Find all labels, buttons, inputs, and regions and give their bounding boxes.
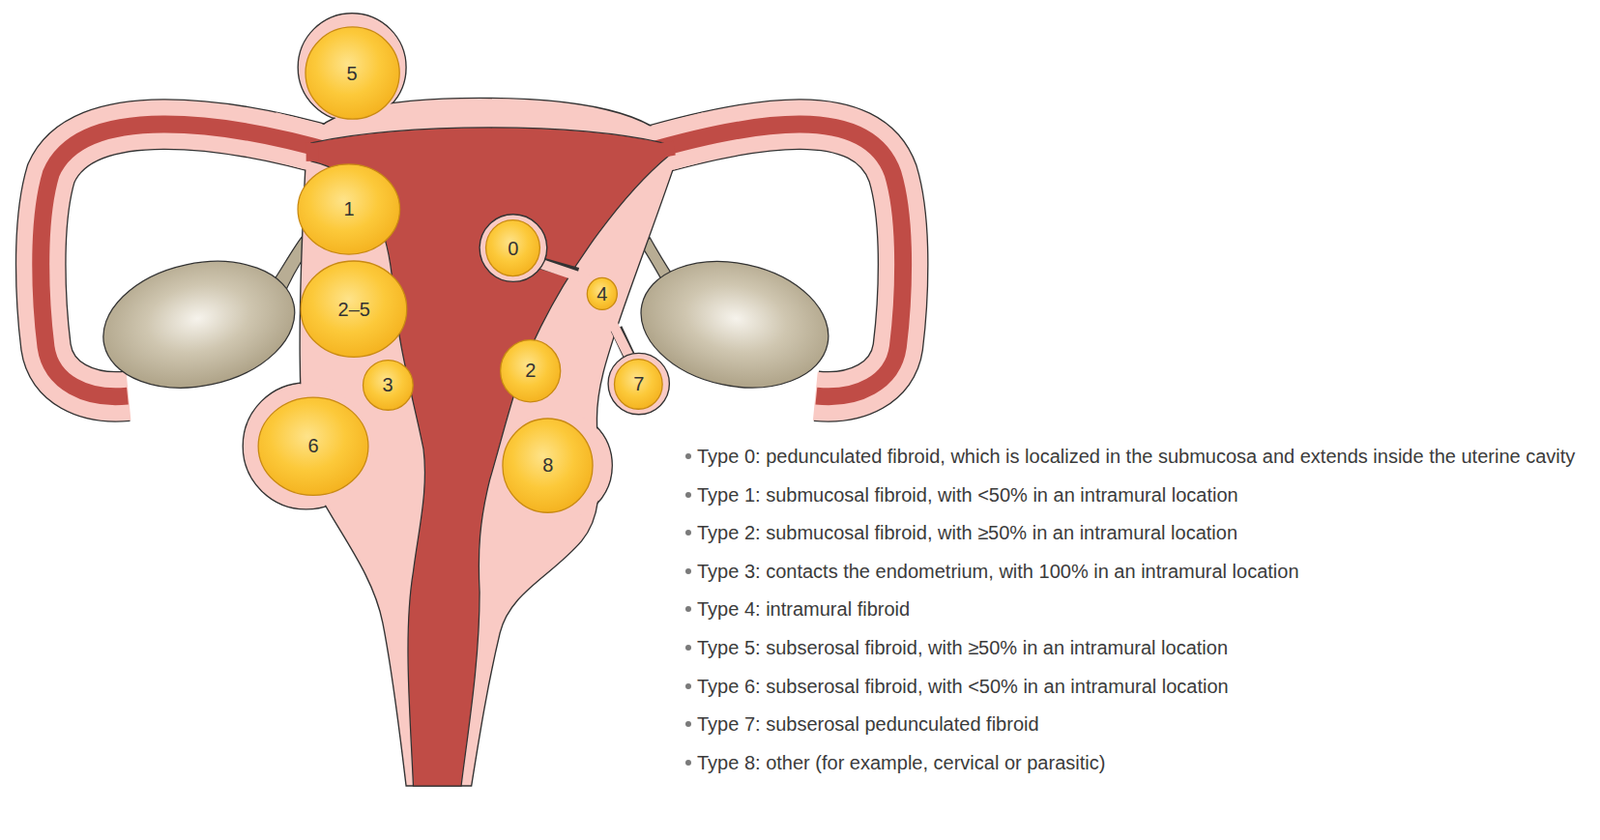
callout-number: 2–5 — [338, 297, 371, 320]
callout-number: 2 — [524, 359, 536, 382]
type-item: Type 2: submucosal fibroid, with ≥50% in… — [697, 516, 1592, 550]
callout-number: 0 — [507, 236, 519, 260]
fibroid-circle: 0 — [485, 219, 541, 277]
type-item: Type 0: pedunculated fibroid, which is l… — [697, 439, 1592, 473]
type-description: Type 6: subserosal fibroid, with <50% in… — [697, 675, 1229, 698]
bullet-dot — [685, 721, 692, 728]
type-list: Type 0: pedunculated fibroid, which is l… — [697, 439, 1592, 785]
bullet-dot — [685, 759, 692, 766]
fibroid-circle: 3 — [362, 359, 414, 411]
type-description: Type 0: pedunculated fibroid, which is l… — [697, 445, 1575, 467]
bullet-dot — [685, 568, 692, 575]
callout-number: 1 — [343, 198, 354, 221]
callout-number: 3 — [382, 374, 394, 397]
type-description: Type 2: submucosal fibroid, with ≥50% in… — [697, 522, 1238, 544]
type-description: Type 7: subserosal pedunculated fibroid — [697, 713, 1040, 735]
fibroid-circle: 1 — [296, 163, 402, 256]
bullet-dot — [685, 492, 692, 498]
type-item: Type 3: contacts the endometrium, with 1… — [697, 554, 1592, 588]
type-item: Type 5: subserosal fibroid, with ≥50% in… — [697, 631, 1592, 665]
type-description: Type 8: other (for example, cervical or … — [697, 752, 1106, 774]
type-item: Type 7: subserosal pedunculated fibroid — [697, 707, 1592, 741]
type-description: Type 5: subserosal fibroid, with ≥50% in… — [697, 637, 1228, 659]
callout-number: 7 — [633, 373, 644, 396]
callout-number: 8 — [542, 454, 553, 477]
fibroid-circle: 7 — [613, 358, 664, 410]
fibroid-circle: 8 — [501, 417, 594, 514]
type-description: Type 1: submucosal fibroid, with <50% in… — [697, 484, 1239, 506]
bullet-dot — [685, 453, 692, 460]
callout-number: 6 — [307, 435, 319, 458]
callout-number: 4 — [596, 283, 608, 306]
bullet-dot — [685, 644, 692, 651]
callout-number: 5 — [347, 62, 358, 86]
type-item: Type 4: intramural fibroid — [697, 592, 1592, 626]
bullet-dot — [685, 606, 692, 612]
type-item: Type 1: submucosal fibroid, with <50% in… — [697, 478, 1592, 512]
bullet-dot — [685, 529, 692, 536]
type-description: Type 3: contacts the endometrium, with 1… — [697, 560, 1300, 582]
type-description: Type 4: intramural fibroid — [697, 598, 910, 620]
type-item: Type 6: subserosal fibroid, with <50% in… — [697, 669, 1592, 703]
fibroid-circle: 2 — [499, 339, 561, 403]
fibroid-circle: 6 — [257, 396, 370, 496]
type-item: Type 8: other (for example, cervical or … — [697, 746, 1592, 780]
fibroid-circle: 4 — [586, 277, 618, 311]
fibroid-circle: 5 — [304, 26, 401, 120]
fibroid-circle: 2–5 — [299, 260, 408, 358]
bullet-dot — [685, 683, 692, 690]
